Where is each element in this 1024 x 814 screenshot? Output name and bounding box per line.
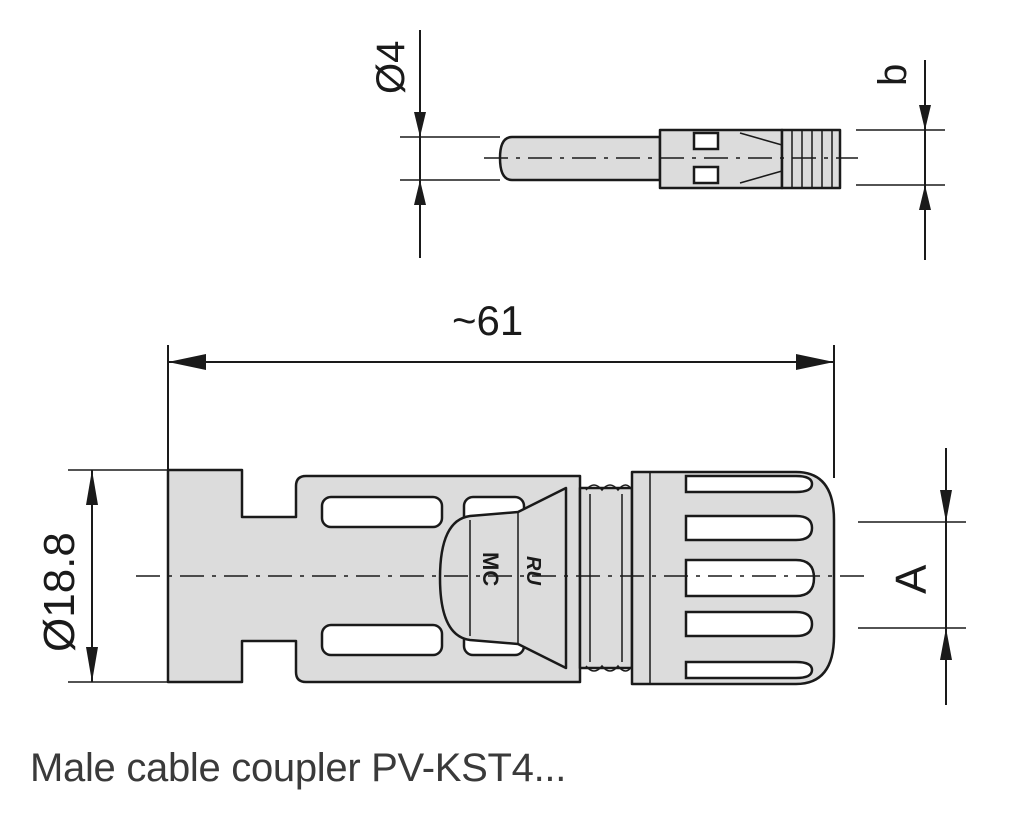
body-diameter-dimension: Ø18.8 — [35, 469, 168, 683]
cable-size-dimension: A — [858, 448, 966, 705]
pin-diameter-label: Ø4 — [369, 41, 413, 94]
crimp-width-dimension: b — [856, 60, 945, 260]
certification-mark: RU — [522, 556, 544, 585]
body-diameter-label: Ø18.8 — [35, 532, 84, 652]
pin-diameter-dimension: Ø4 — [369, 30, 500, 258]
cable-size-label: A — [887, 564, 936, 594]
crimp-width-label: b — [871, 64, 915, 86]
contact-pin — [484, 128, 858, 190]
logo-mark: MC — [478, 552, 503, 586]
coupler-body: MC RU — [136, 468, 870, 686]
overall-length-label: ~61 — [452, 297, 523, 344]
overall-length-dimension: ~61 — [167, 297, 835, 478]
drawing-caption: Male cable coupler PV-KST4... — [30, 746, 567, 790]
